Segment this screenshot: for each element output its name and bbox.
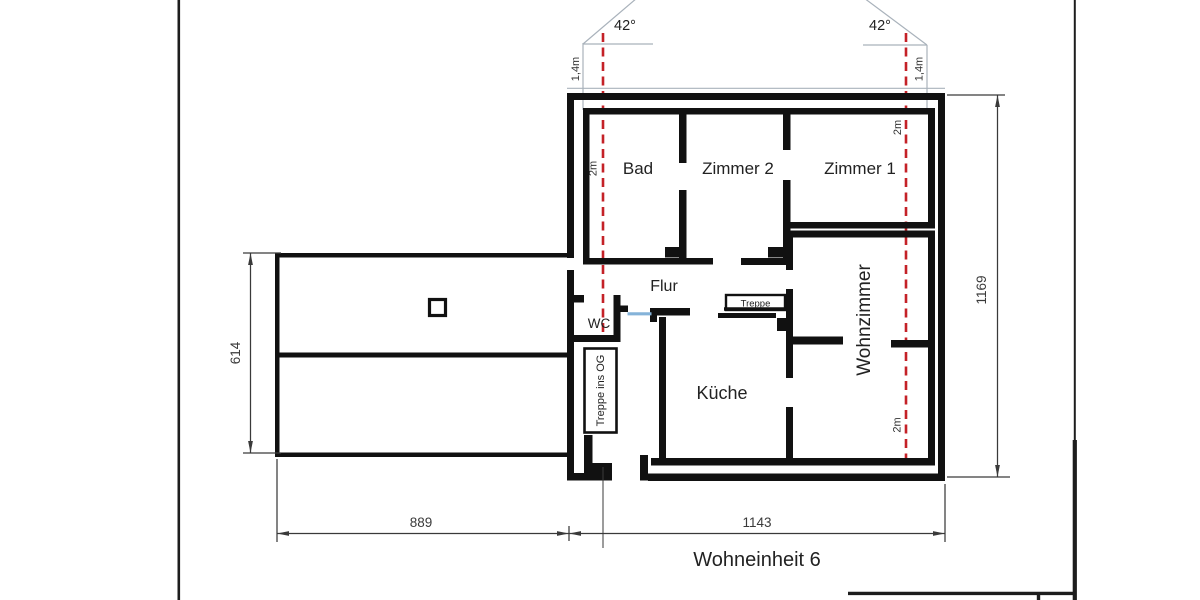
wall-segment <box>718 313 776 318</box>
wall-segment <box>584 463 612 481</box>
room-label-wohnzimmer: Wohnzimmer <box>854 264 875 376</box>
roof-angle-label-right: 42° <box>869 18 891 34</box>
room-label-zimmer2: Zimmer 2 <box>702 159 774 178</box>
room-label-treppe-ins-og: Treppe ins OG <box>595 355 607 427</box>
wall-segment <box>651 458 935 466</box>
wall-segment <box>679 190 687 265</box>
room-label-flur: Flur <box>650 278 678 295</box>
roof-angle-label-left: 42° <box>614 18 636 34</box>
drawing-title: Wohneinheit 6 <box>693 549 821 571</box>
arrowhead-icon <box>569 531 581 536</box>
room-label-wc: WC <box>588 316 611 331</box>
wall-segment <box>790 222 935 229</box>
wall-segment <box>567 93 945 100</box>
kneewall-label-left: 1,4m <box>570 57 582 81</box>
room-label-kueche: Küche <box>696 383 747 403</box>
wall-segment <box>777 318 786 331</box>
wall-segment <box>648 473 945 481</box>
wall-segment <box>613 295 621 342</box>
wall-segment <box>679 108 687 163</box>
wall-segment <box>275 352 567 358</box>
wall-segment <box>786 289 793 378</box>
wall-segment <box>583 108 935 115</box>
arrowhead-icon <box>277 531 289 536</box>
wall-segment <box>665 247 679 258</box>
wall-segment <box>275 452 567 457</box>
height-marker-lines <box>601 33 908 463</box>
arrowhead-icon <box>933 531 945 536</box>
headroom-label-right-bottom: 2m <box>892 417 904 432</box>
roof-section-lines <box>567 0 945 112</box>
wall-segment <box>567 93 574 258</box>
wall-segment <box>783 108 791 150</box>
dim-label-main-width: 1143 <box>742 515 771 530</box>
room-label-zimmer1: Zimmer 1 <box>824 159 896 178</box>
wall-segment <box>275 253 280 457</box>
wall-segment <box>793 336 843 345</box>
arrowhead-icon <box>995 95 1000 107</box>
headroom-label-left: 2m <box>588 161 600 176</box>
kneewall-label-right: 1,4m <box>914 57 926 81</box>
arrowhead-icon <box>248 253 253 265</box>
wall-segment <box>567 270 574 480</box>
dimension-arrowheads <box>248 95 1000 536</box>
roof-slope-right <box>865 0 928 46</box>
wall-segment <box>928 108 935 229</box>
wall-segment <box>659 317 666 458</box>
wall-segment <box>786 230 935 238</box>
wall-segment <box>891 340 928 348</box>
roof-slope-left <box>582 0 636 45</box>
wall-segment <box>786 407 793 458</box>
arrowhead-icon <box>557 531 569 536</box>
wall-segment <box>928 230 935 463</box>
wall-segment <box>640 455 648 481</box>
wall-segment <box>620 305 628 312</box>
wall-segment <box>786 237 793 270</box>
sheet-borders <box>177 0 1077 600</box>
annex-building-walls <box>275 253 567 457</box>
room-label-treppe: Treppe <box>741 299 771 310</box>
dim-label-annex-width: 889 <box>410 515 433 530</box>
wall-segment <box>584 435 593 463</box>
staircase-og-box <box>583 347 618 434</box>
wall-segment <box>650 308 690 316</box>
wall-segment <box>768 247 783 258</box>
wall-segment <box>583 108 590 265</box>
room-label-bad: Bad <box>623 159 653 178</box>
dim-label-annex-depth: 614 <box>228 341 243 364</box>
wall-segment <box>275 253 567 258</box>
arrowhead-icon <box>995 465 1000 477</box>
room-labels: Bad Zimmer 2 Zimmer 1 Flur WC Küche Wohn… <box>588 159 896 426</box>
main-building-walls <box>567 93 945 481</box>
wall-segment <box>574 335 621 342</box>
wall-segment <box>650 308 657 322</box>
dim-label-main-depth: 1169 <box>974 275 989 304</box>
headroom-label-right-top: 2m <box>892 120 904 135</box>
wall-segment <box>574 295 584 303</box>
arrowhead-icon <box>248 441 253 453</box>
wall-segment <box>783 180 791 265</box>
wall-segment <box>741 258 793 265</box>
annex-column-marker <box>427 297 448 318</box>
wall-segment <box>938 93 945 480</box>
dimension-annotations <box>243 94 1010 548</box>
wall-segment <box>583 258 713 265</box>
